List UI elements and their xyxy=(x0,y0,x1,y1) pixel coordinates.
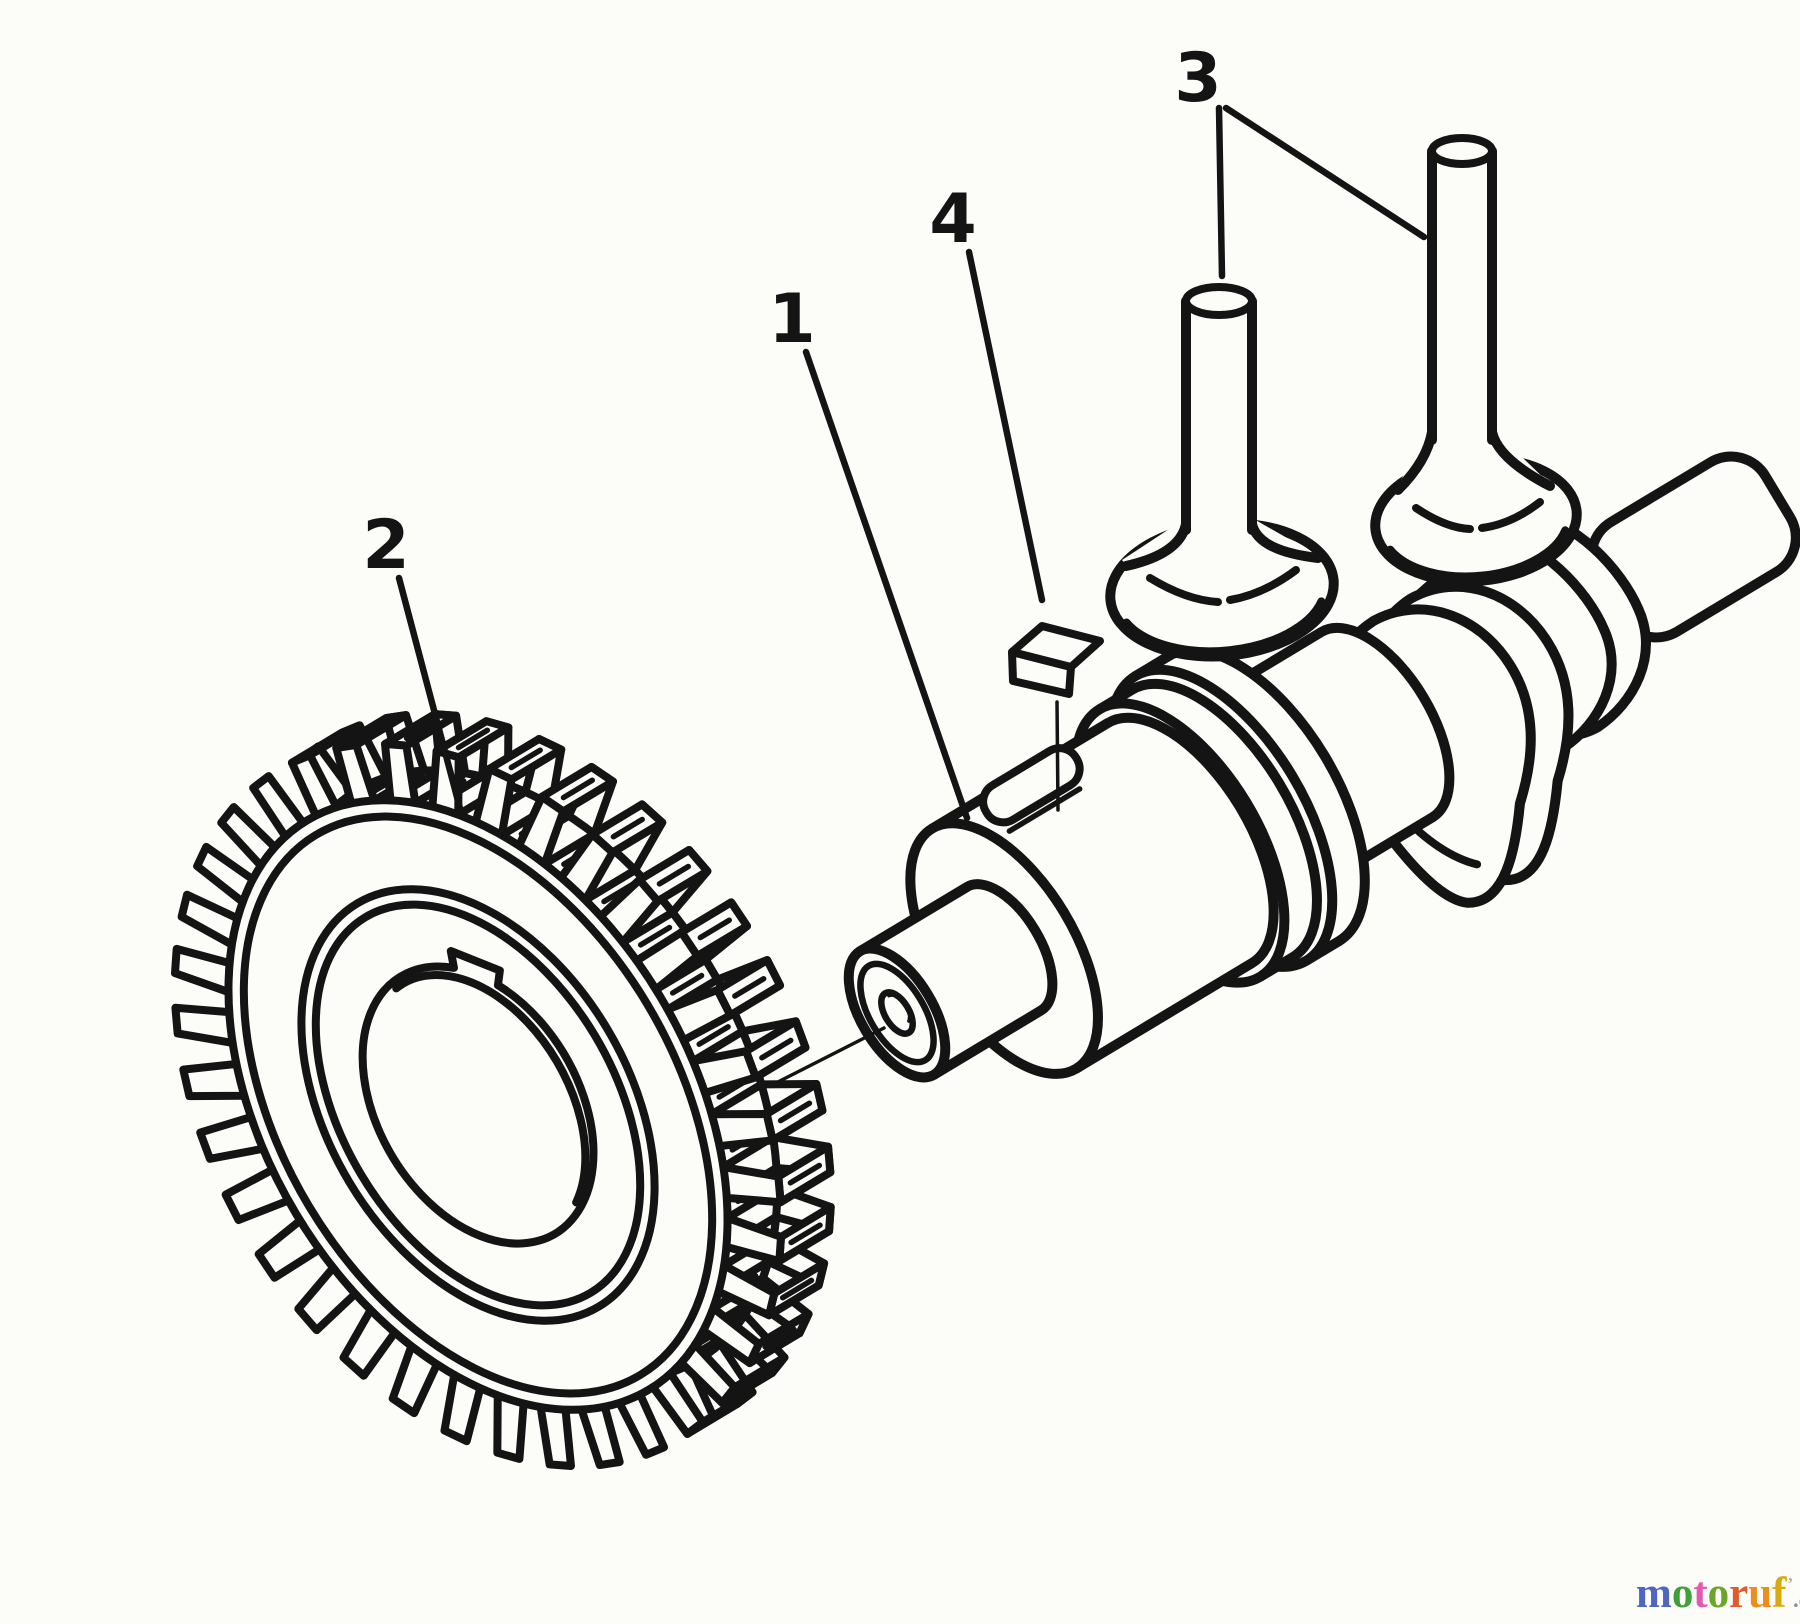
assembly-centerline xyxy=(768,1026,886,1088)
gear-tooth-hatch xyxy=(403,718,439,742)
brand-letter: u xyxy=(1748,1570,1773,1617)
brand-letter: f xyxy=(1772,1570,1787,1617)
gear-tooth-hatch xyxy=(787,1162,823,1186)
camshaft xyxy=(843,622,1455,1083)
trademark-tick: ’ xyxy=(1787,1574,1794,1593)
leader-line-2 xyxy=(395,574,466,820)
hub-keyway-slot xyxy=(979,744,1084,827)
watermark-tld: .de xyxy=(1793,1587,1800,1612)
brand-letter: o xyxy=(1707,1570,1730,1617)
gear-tooth-hatch xyxy=(455,727,491,751)
gear-tooth-hatch xyxy=(637,924,673,948)
gear-tooth-hatch xyxy=(669,972,705,996)
leader-line-3a xyxy=(1215,104,1226,280)
gear-tooth-hatch xyxy=(759,1037,794,1061)
gear-mid-ring-outer xyxy=(297,885,659,1325)
gear-tooth-hatch xyxy=(779,1277,815,1301)
gear-tooth-hatch xyxy=(354,719,389,743)
brand-letter: t xyxy=(1693,1570,1708,1617)
valve-front xyxy=(1105,283,1339,662)
gear-tooth-hatch xyxy=(610,816,645,840)
key-alignment-line xyxy=(1055,700,1060,812)
leader-line-3b xyxy=(1222,104,1428,241)
valve-rear-stem-top xyxy=(1428,134,1496,168)
gear-tooth-hatch xyxy=(560,777,596,801)
callout-2: 2 xyxy=(362,506,409,585)
gear-mid-ring-inner xyxy=(311,900,645,1310)
brand-letter: o xyxy=(1671,1570,1694,1617)
gear-bore-depth xyxy=(392,971,590,1207)
gear-tooth-hatch xyxy=(703,1401,738,1425)
leader-line-4 xyxy=(965,248,1046,604)
gear-tooth-hatch xyxy=(309,732,344,756)
gear-tooth-hatch xyxy=(736,1368,772,1392)
gear-tooth-hatch xyxy=(788,1222,823,1246)
callout-1: 1 xyxy=(768,280,815,359)
valve-front-stem-top xyxy=(1182,283,1256,319)
brand-letter: m xyxy=(1636,1570,1672,1617)
gear-tooth-hatch xyxy=(762,1326,797,1350)
gear-tooth-hatch xyxy=(696,1024,731,1047)
gear-tooth-hatch xyxy=(732,975,767,999)
valve-rear xyxy=(1370,134,1582,587)
gear-bore xyxy=(358,947,598,1248)
watermark-motoruf: motoruf’.de xyxy=(1636,1572,1800,1615)
callout-4: 4 xyxy=(929,180,976,259)
timing-gear xyxy=(170,710,835,1470)
gear-tooth-hatch xyxy=(656,863,692,887)
shaft-key xyxy=(1008,622,1104,812)
callout-3: 3 xyxy=(1174,39,1221,118)
gear-tooth-hatch xyxy=(508,747,543,771)
gear-tooth-hatch xyxy=(777,1100,813,1124)
brand-letter: r xyxy=(1729,1570,1749,1617)
leader-line-1 xyxy=(802,348,971,822)
gear-tooth-hatch xyxy=(697,917,732,941)
